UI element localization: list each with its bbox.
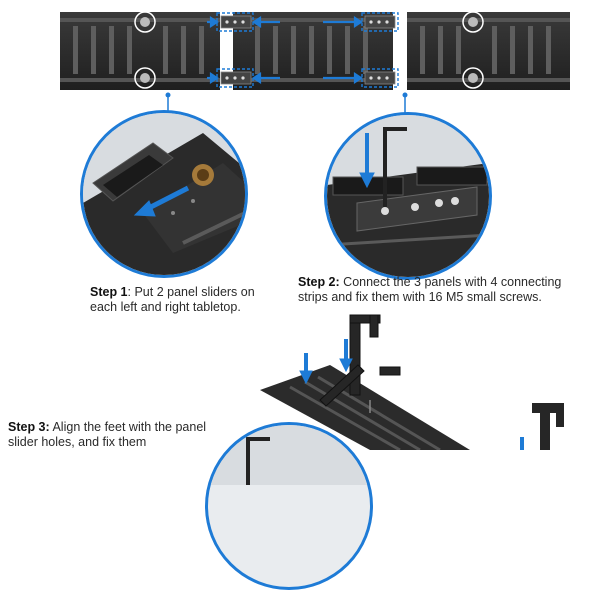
- step1-colon: :: [127, 285, 131, 299]
- step2-text: Connect the 3 panels with 4 connecting s…: [298, 275, 562, 304]
- step3-zoom-circle: [205, 422, 373, 590]
- step3-text: Align the feet with the panel slider hol…: [8, 420, 207, 449]
- right-panel: [407, 11, 570, 90]
- step3-label: Step 3:: [8, 420, 50, 434]
- left-panel: [60, 11, 220, 90]
- foot-frame: [319, 314, 401, 407]
- arrow-icons: [299, 339, 524, 450]
- hex-key-icon: [383, 127, 407, 207]
- step2-caption: Step 2: Connect the 3 panels with 4 conn…: [298, 275, 588, 305]
- step3-caption: Step 3: Align the feet with the panel sl…: [8, 420, 208, 450]
- top-panels-diagram: [55, 8, 575, 96]
- feet-assembly-diagram: [220, 305, 600, 450]
- step1-label: Step 1: [90, 285, 128, 299]
- step1-caption: Step 1: Put 2 panel sliders on each left…: [90, 285, 270, 315]
- arrow-icon: [133, 185, 190, 217]
- step1-text: Put 2 panel sliders on each left and rig…: [90, 285, 255, 314]
- step2-label: Step 2:: [298, 275, 340, 289]
- step2-zoom-circle: [324, 112, 492, 280]
- step1-zoom-circle: [80, 110, 248, 278]
- right-foot-frame: [532, 403, 564, 450]
- arrow-icon: [359, 133, 375, 189]
- arrow-icons: [207, 15, 363, 85]
